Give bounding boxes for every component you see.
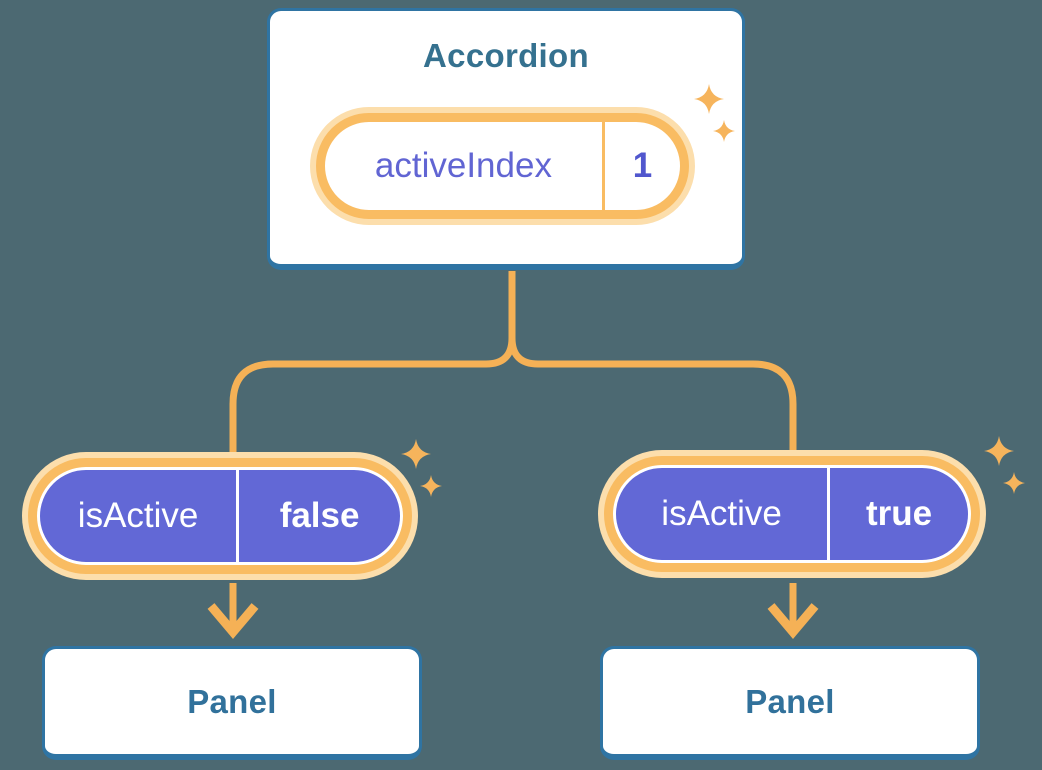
panel-card-right: Panel: [600, 646, 980, 760]
state-value: 1: [601, 122, 680, 210]
sparkle-star-large: [694, 84, 724, 114]
panel-title: Panel: [745, 682, 835, 720]
is-active-pill-left: isActive false: [22, 452, 418, 580]
sparkle-icon: [984, 436, 1025, 494]
sparkle-icon: [401, 439, 442, 497]
is-active-pill-left-body: isActive false: [37, 467, 403, 565]
sparkle-star-small: [713, 120, 735, 142]
sparkle-star-small: [420, 475, 442, 497]
accordion-card: Accordion activeIndex 1: [267, 8, 745, 270]
sparkle-icon: [694, 84, 735, 142]
active-index-pill: activeIndex 1: [310, 107, 695, 225]
sparkle-star-small: [1003, 472, 1025, 494]
prop-name: isActive: [77, 496, 199, 535]
left-arrow-head-icon: [207, 603, 259, 639]
state-name: activeIndex: [374, 146, 552, 185]
is-active-pill-right-body: isActive true: [613, 465, 971, 563]
panel-card-left: Panel: [42, 646, 422, 760]
sparkle-star-large: [984, 436, 1014, 466]
is-active-pill-right: isActive true: [598, 450, 986, 578]
left-branch-line: [229, 337, 516, 470]
active-index-pill-body: activeIndex 1: [316, 113, 689, 219]
sparkle-star-large: [401, 439, 431, 469]
is-active-pill-left-ring: isActive false: [28, 458, 412, 574]
prop-value: true: [827, 468, 968, 560]
panel-title: Panel: [187, 682, 277, 720]
right-branch-line: [508, 337, 797, 470]
prop-value: false: [236, 470, 400, 562]
right-arrow-head-icon: [767, 603, 819, 639]
prop-name: isActive: [661, 494, 782, 533]
is-active-pill-right-ring: isActive true: [604, 456, 980, 572]
accordion-title: Accordion: [423, 37, 589, 74]
